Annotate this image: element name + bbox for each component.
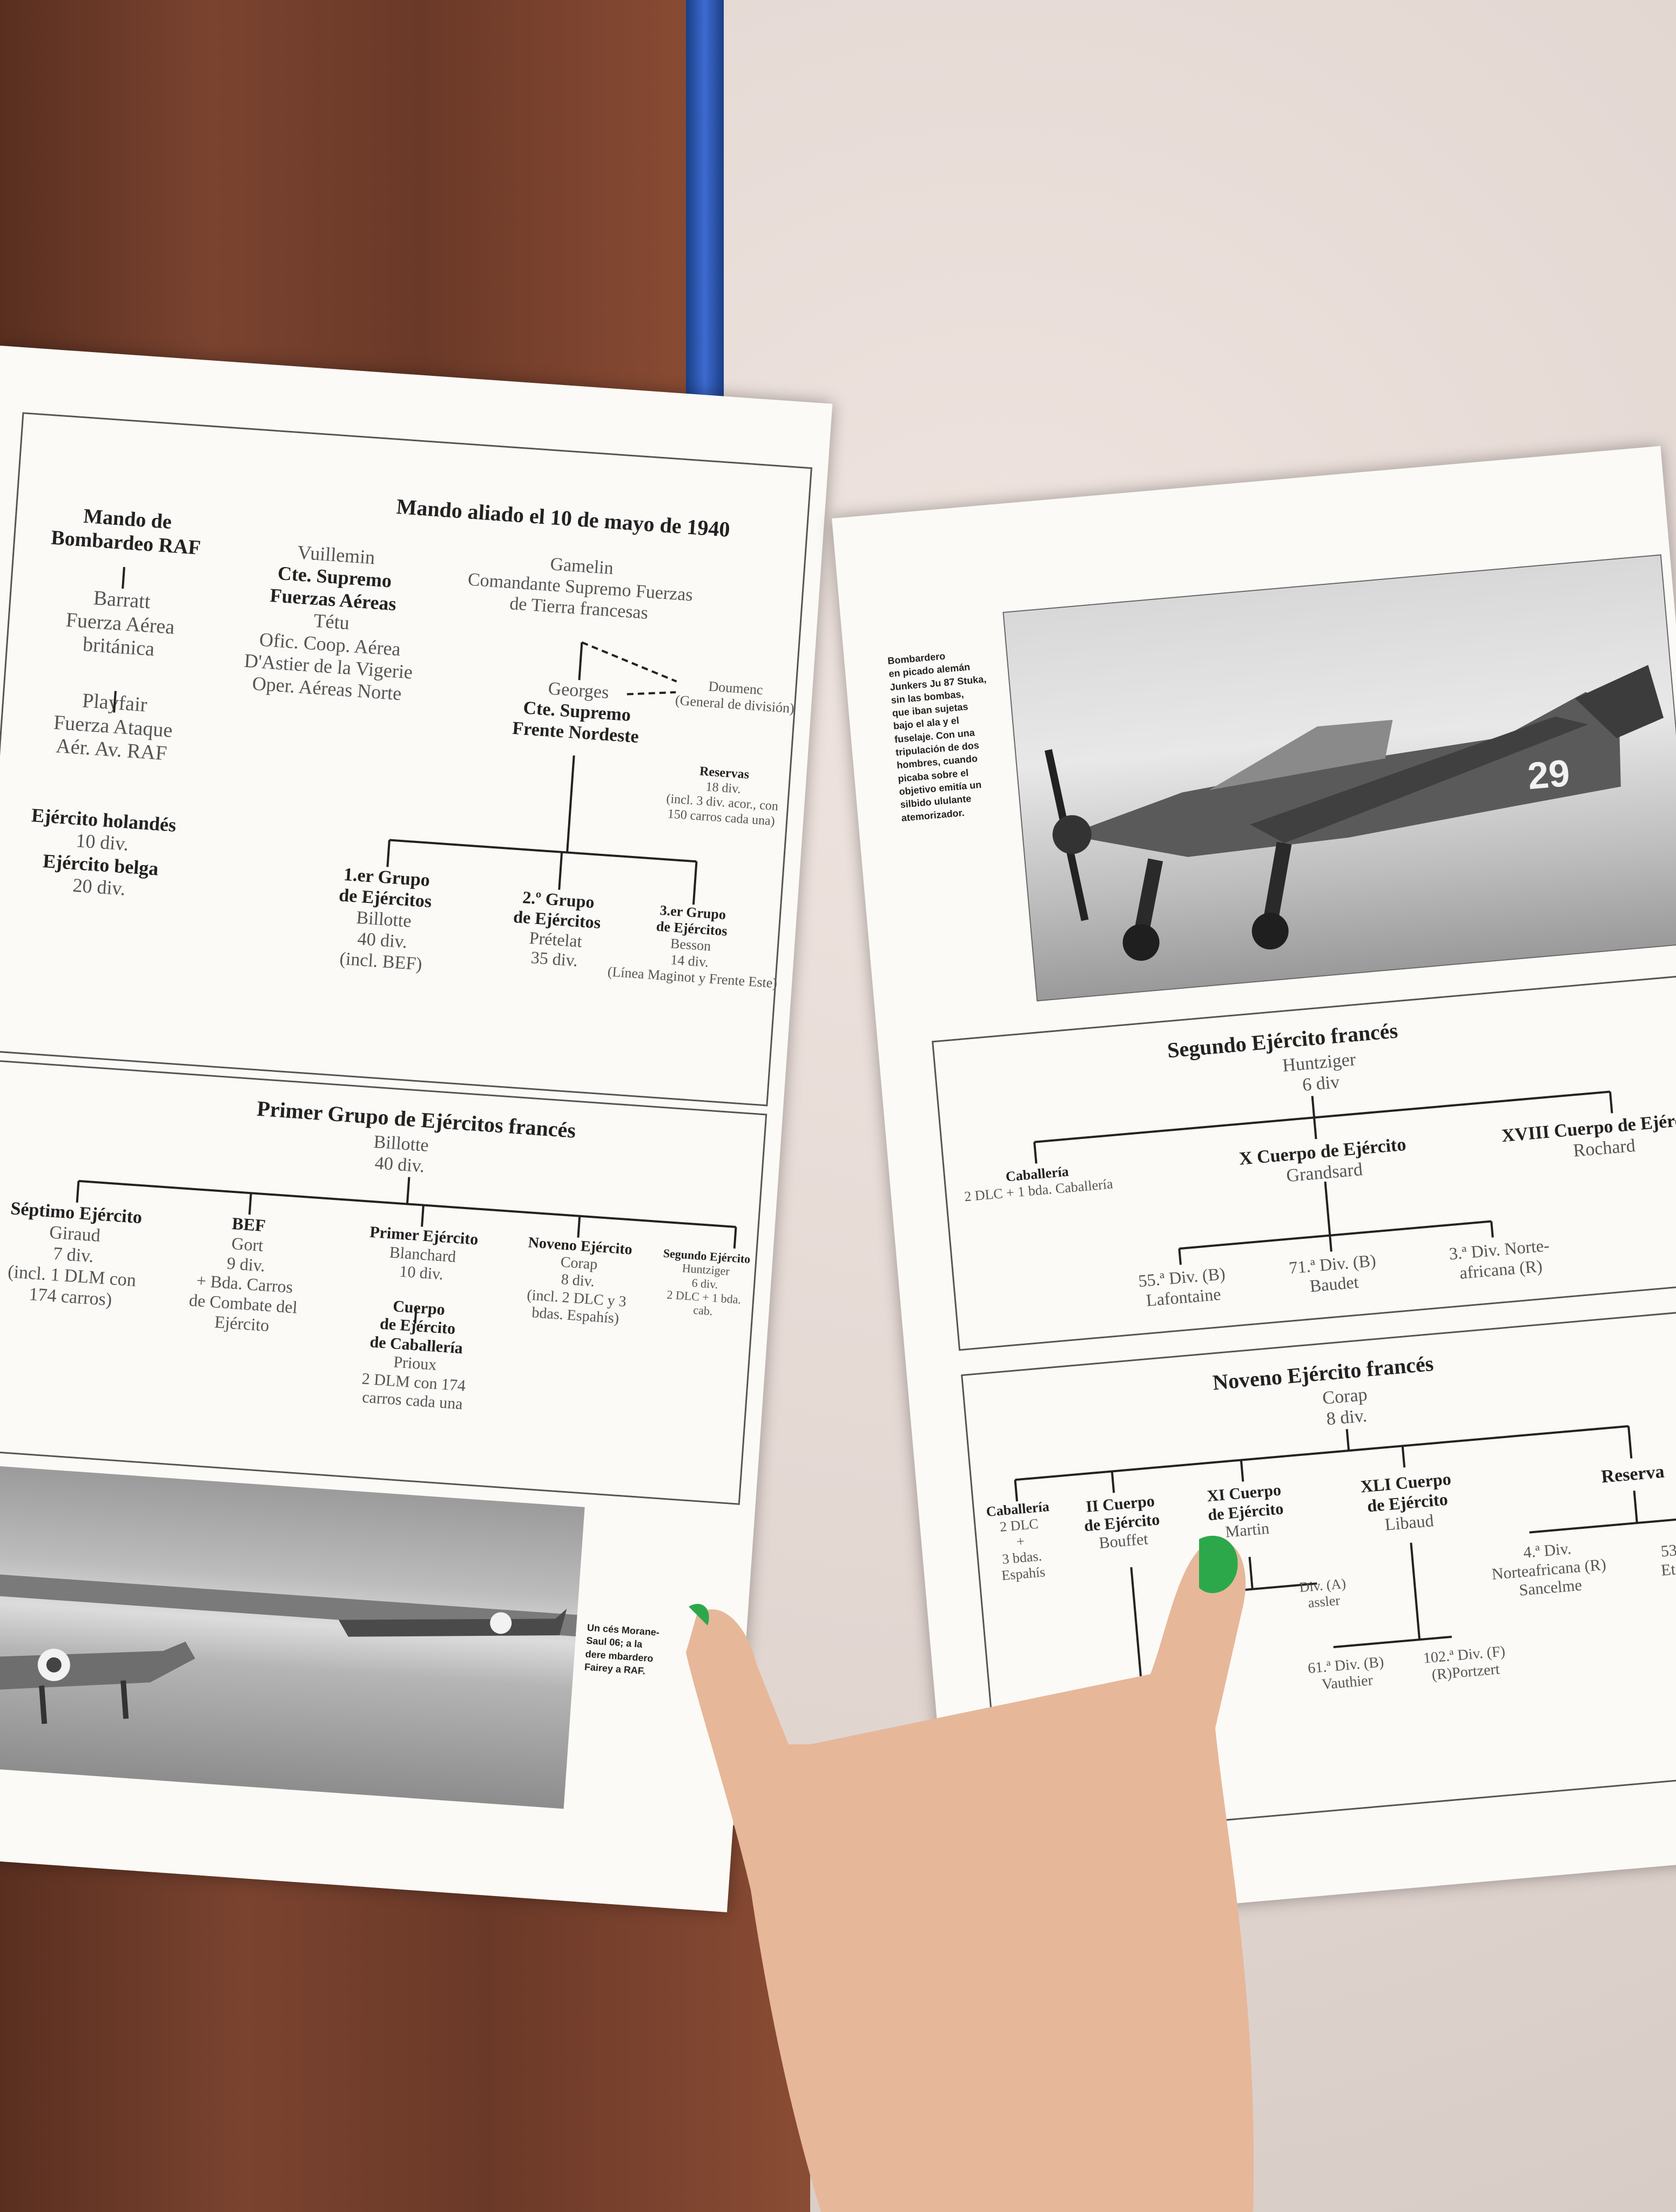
septimo-ejercito: Séptimo Ejército Giraud 7 div. (incl. 1 … — [7, 1198, 143, 1311]
allied-chart-connectors — [113, 567, 698, 905]
primer-ejercito: Primer Ejército Blanchard 10 div. Cuerpo… — [361, 1223, 479, 1413]
left-page: Mando aliado el 10 de mayo de 1940 Mando… — [0, 346, 833, 1912]
stuka-caption: Bombardero en picado alemán Junkers Ju 8… — [887, 650, 987, 824]
stuka-photo: 29 — [1002, 554, 1676, 1002]
bef-block: BEF Gort 9 div. + Bda. Carros de Combate… — [188, 1213, 298, 1336]
plane-number: 29 — [1526, 752, 1571, 797]
xli-cuerpo: XLI Cuerpo de Ejército Libaud — [1359, 1468, 1452, 1534]
stuka-aircraft: 29 — [1045, 665, 1664, 961]
xi-cuerpo: XI Cuerpo de Ejército Martin — [1206, 1481, 1284, 1541]
aircraft-photo-morane — [0, 1462, 585, 1809]
morane-photo-caption: Un cés Morane- Saul 06; a la dere mbarde… — [584, 1622, 660, 1677]
primer-chart-connectors — [76, 1177, 737, 1324]
segundo-connectors — [1033, 1090, 1613, 1265]
segundo-ejercito-summary: Segundo Ejército Huntziger 6 div. 2 DLC … — [663, 1246, 751, 1318]
primer-grupo-chart: Primer Grupo de Ejércitos francés Billot… — [0, 1058, 768, 1505]
noveno-caballeria: Caballería 2 DLC + 3 bdas. Espahís — [985, 1498, 1050, 1583]
noveno-ejercito-summary: Noveno Ejército Corap 8 div. (incl. 2 DL… — [526, 1234, 633, 1327]
div-a: Div. (A) assler — [1298, 1575, 1347, 1611]
aircraft-silhouettes — [0, 1570, 577, 1724]
right-page: Bombardero en picado alemán Junkers Ju 8… — [832, 446, 1676, 1928]
div-18: 18.ª Div. Duff — [1174, 1586, 1224, 1622]
ii-cuerpo: II Cuerpo de Ejército Bouffet — [1083, 1492, 1161, 1553]
allied-command-chart: Mando aliado el 10 de mayo de 1940 Mando… — [0, 412, 812, 1107]
